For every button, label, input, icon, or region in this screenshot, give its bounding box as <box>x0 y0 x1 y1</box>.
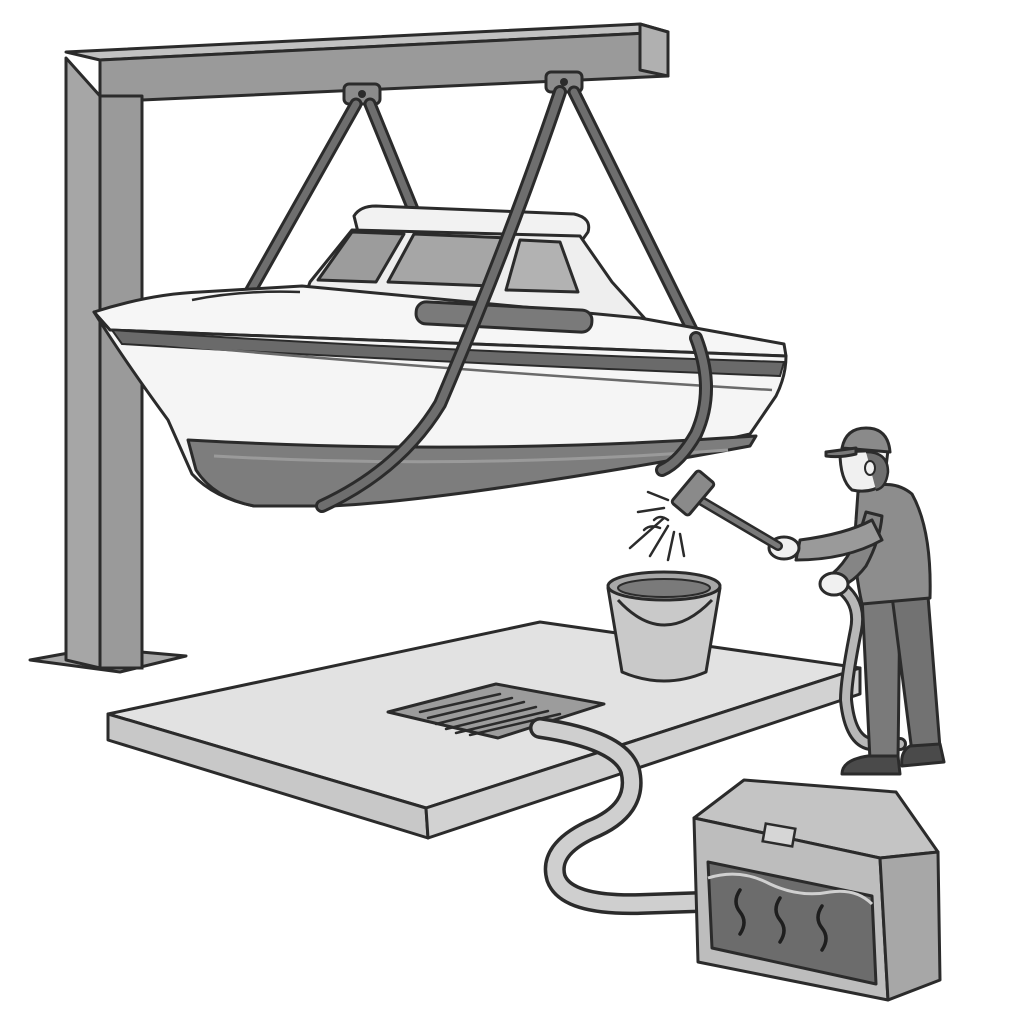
worker-hose <box>829 577 907 751</box>
drain-hose <box>529 717 711 916</box>
wash-pad-side <box>424 666 862 840</box>
worker <box>767 426 946 776</box>
bucket-water <box>617 578 711 598</box>
worker-cap-brim <box>824 446 858 459</box>
water-treatment-unit <box>692 778 942 1002</box>
lifting-straps-front <box>315 85 713 513</box>
unit-side <box>878 850 942 1002</box>
bucket-body <box>606 586 722 683</box>
bucket <box>606 570 722 683</box>
boat-window-left <box>316 230 406 284</box>
boat-hull-bottom <box>186 434 758 508</box>
worker-right-boot <box>900 742 946 768</box>
crane-post-side <box>64 56 102 670</box>
gantry-crane <box>28 22 670 674</box>
bucket-handle <box>616 598 714 627</box>
worker-cap <box>840 426 892 454</box>
boat <box>92 204 788 508</box>
crane-beam-end <box>638 22 670 78</box>
worker-hand-back <box>818 571 850 597</box>
crane-post <box>98 94 144 670</box>
spray-wand <box>670 469 783 551</box>
boat-side-slot <box>414 300 594 334</box>
boat-window-right <box>504 238 580 294</box>
water-spray <box>628 490 686 562</box>
worker-left-boot <box>840 754 902 776</box>
drain-grate <box>386 682 606 740</box>
boat-hull-stripe <box>109 328 786 378</box>
spray-nozzle <box>670 469 716 517</box>
worker-arm-front <box>794 518 884 562</box>
unit-label-slot <box>761 822 797 848</box>
lifting-straps-back <box>243 85 703 345</box>
